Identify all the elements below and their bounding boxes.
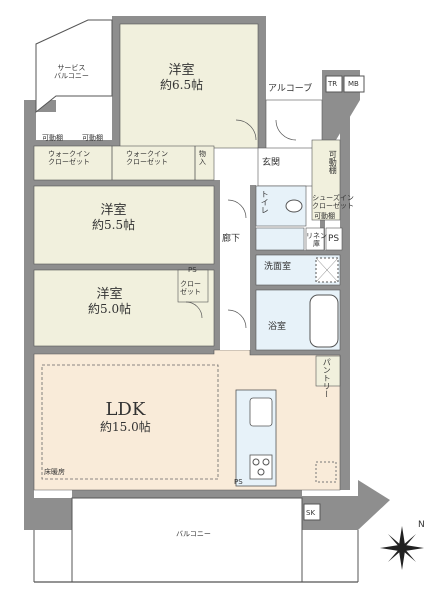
wic-1-line-2: クローゼット: [48, 158, 90, 167]
storage-label: 物 入: [199, 150, 206, 166]
walk-in-closet-2: ウォークイン クローゼット: [126, 150, 168, 166]
hallway-label: 廊下: [222, 234, 241, 244]
room-size: 約5.0帖: [88, 301, 132, 316]
north-label: N: [418, 520, 425, 530]
sk-label: SK: [306, 509, 316, 517]
closet-line-2: ゼット: [180, 288, 201, 297]
bathroom-label: 浴室: [268, 322, 287, 332]
service-balcony-text-1: サービス: [57, 64, 86, 72]
closet-label: クロー ゼット: [180, 280, 201, 296]
movable-shelf-3: 可動棚: [314, 212, 335, 220]
service-balcony-text-2: バルコニー: [54, 72, 89, 81]
storage-line-1: 物: [199, 150, 206, 158]
tr-label: TR: [328, 80, 338, 88]
shoe-in-closet-line-1: シューズイン: [312, 194, 354, 202]
wic-1-line-1: ウォークイン: [48, 150, 90, 158]
room-name: LDK: [105, 399, 146, 420]
storage-line-2: 入: [199, 158, 206, 167]
room-name: 洋室: [96, 287, 123, 302]
entrance-label: 玄関: [262, 158, 281, 168]
western-room-5-0: 洋室 約5.0帖: [88, 287, 132, 317]
alcove-label: アルコーブ: [268, 84, 313, 94]
shoe-shelf-label: 可動棚: [328, 150, 338, 174]
shoe-in-closet-line-2: クローゼット: [312, 202, 354, 211]
compass-icon: [380, 526, 424, 570]
linen-line-1: リネン: [306, 232, 327, 240]
ps-label-2: PS: [188, 266, 197, 274]
room-size: 約5.5帖: [92, 217, 136, 232]
ps-label-1: PS: [328, 234, 340, 244]
room-name: 洋室: [168, 63, 195, 78]
western-room-5-5: 洋室 約5.5帖: [92, 203, 136, 233]
ps-label-3: PS: [234, 478, 243, 486]
washroom-label: 洗面室: [264, 262, 292, 272]
shoe-in-closet-label: シューズイン クローゼット: [312, 194, 354, 210]
walk-in-closet-1: ウォークイン クローゼット: [48, 150, 90, 166]
room-size: 約6.5帖: [160, 77, 204, 92]
room-name: 洋室: [100, 203, 127, 218]
room-size: 約15.0帖: [100, 419, 151, 434]
linen-label: リネン 庫: [306, 232, 327, 248]
movable-shelf-2: 可動棚: [82, 134, 103, 142]
mb-label: MB: [348, 80, 359, 88]
pantry-label: パントリー: [322, 358, 332, 398]
closet-line-1: クロー: [180, 280, 201, 288]
wic-2-line-1: ウォークイン: [126, 150, 168, 158]
wic-2-line-2: クローゼット: [126, 158, 168, 167]
linen-line-2: 庫: [313, 240, 320, 249]
toilet-label: トイレ: [260, 190, 270, 214]
movable-shelf-1: 可動棚: [42, 134, 63, 142]
balcony-label: バルコニー: [176, 530, 211, 538]
western-room-6-5: 洋室 約6.5帖: [160, 63, 204, 93]
ldk-label: LDK 約15.0帖: [100, 399, 151, 434]
service-balcony-label: サービス バルコニー: [54, 64, 89, 80]
floor-heating-label: 床暖房: [44, 468, 65, 476]
